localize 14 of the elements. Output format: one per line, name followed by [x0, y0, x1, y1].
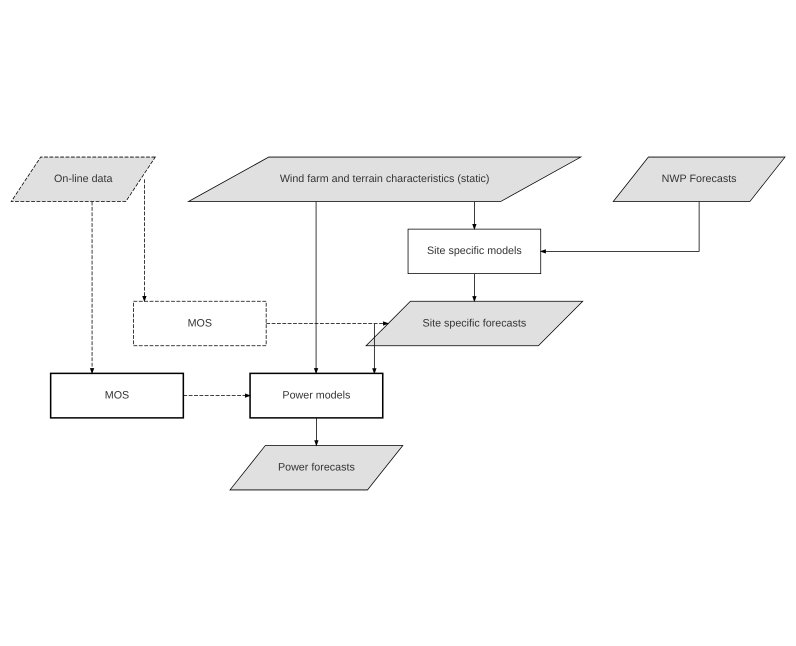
node-box: MOS: [50, 372, 184, 418]
arrow: [90, 200, 94, 374]
arrow: [540, 200, 700, 254]
arrow: [472, 272, 477, 302]
arrow: [372, 322, 377, 374]
arrow: [314, 200, 318, 374]
node-box: Site specific models: [408, 228, 542, 274]
node-box: Power models: [249, 372, 384, 418]
arrow: [266, 320, 390, 326]
arrow: [183, 392, 252, 398]
node-box: MOS: [133, 300, 267, 346]
arrow: [314, 417, 319, 446]
arrow: [142, 178, 147, 302]
arrow: [472, 200, 477, 230]
